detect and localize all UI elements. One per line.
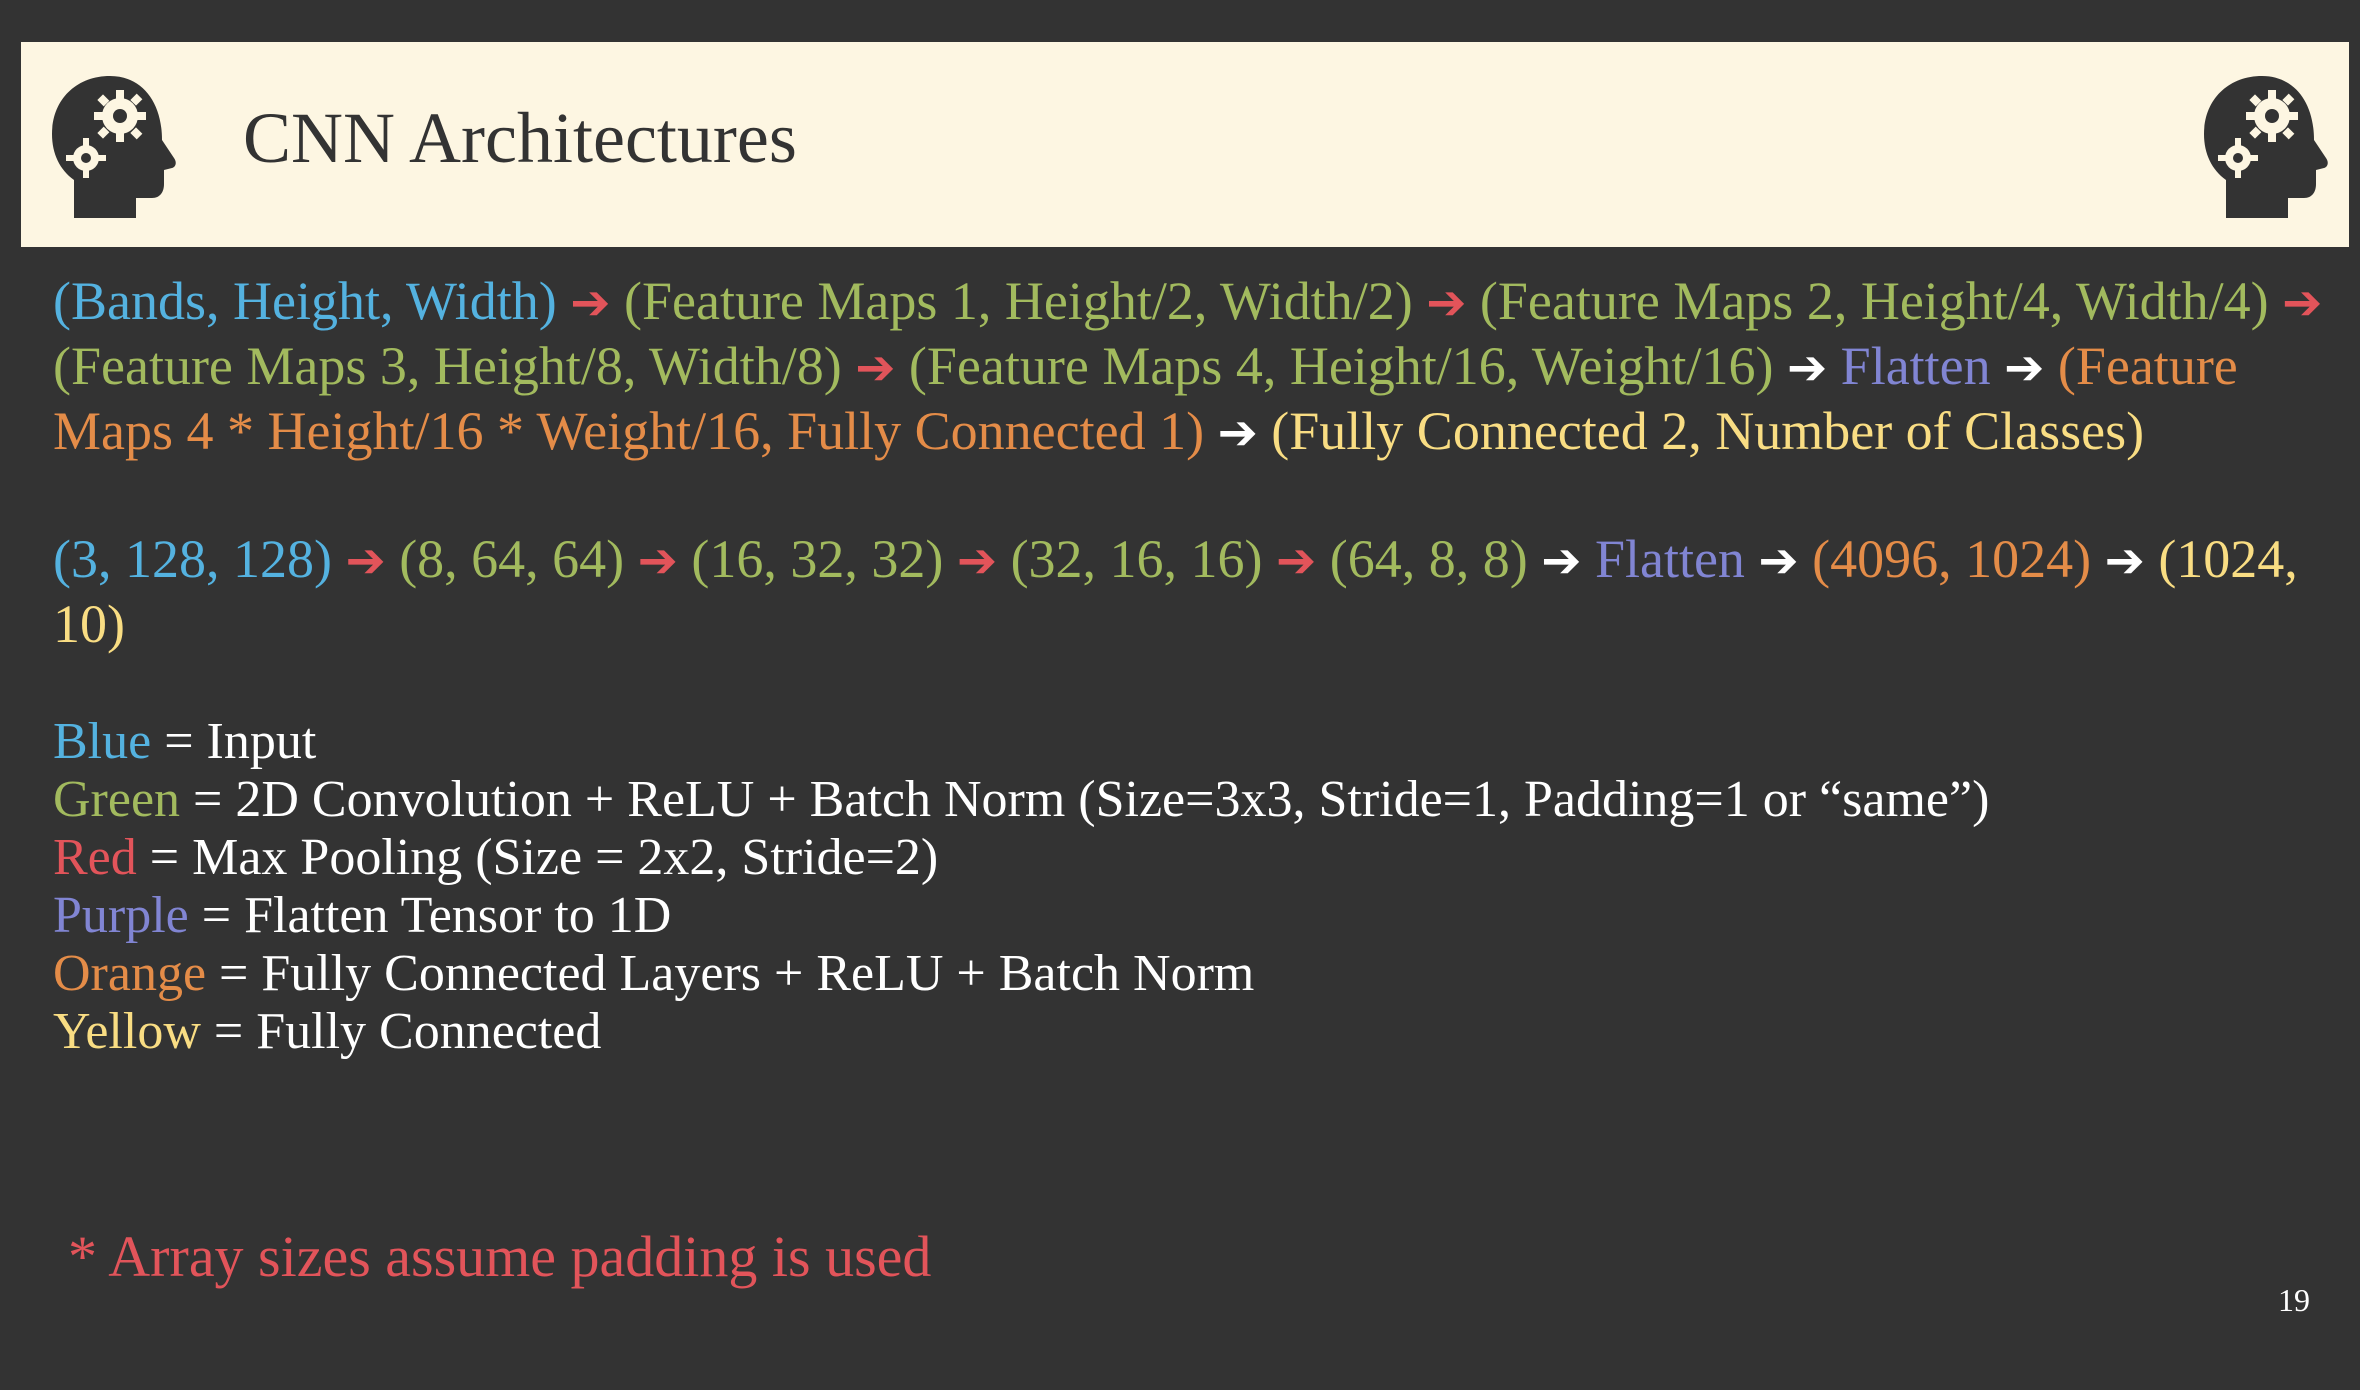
- legend-description: = Fully Connected: [200, 1003, 602, 1060]
- arrow-icon: ➔: [855, 340, 896, 396]
- example-conv3: (32, 16, 16): [1010, 529, 1263, 589]
- flow-fc2: (Fully Connected 2, Number of Classes): [1271, 401, 2145, 461]
- arrow-icon: ➔: [570, 275, 611, 331]
- arrow-icon: ➔: [1426, 275, 1467, 331]
- color-legend: Blue = Input Green = 2D Convolution + Re…: [53, 713, 2323, 1061]
- example-conv4: (64, 8, 8): [1329, 529, 1528, 589]
- example-conv2: (16, 32, 32): [691, 529, 944, 589]
- architecture-flow-general: (Bands, Height, Width) ➔ (Feature Maps 1…: [53, 270, 2323, 465]
- legend-description: = Input: [151, 713, 317, 770]
- legend-item-blue: Blue = Input: [53, 713, 2323, 771]
- flow-conv2: (Feature Maps 2, Height/4, Width/4): [1479, 271, 2269, 331]
- legend-color-word: Blue: [53, 713, 152, 770]
- legend-color-word: Red: [53, 829, 137, 886]
- flow-flatten: Flatten: [1840, 336, 1991, 396]
- arrow-icon: ➔: [956, 533, 998, 589]
- head-gears-icon: [2200, 72, 2330, 222]
- example-conv1: (8, 64, 64): [399, 529, 625, 589]
- slide-title: CNN Architectures: [243, 98, 797, 178]
- legend-color-word: Orange: [53, 945, 207, 1002]
- legend-item-orange: Orange = Fully Connected Layers + ReLU +…: [53, 945, 2323, 1003]
- arrow-icon: ➔: [345, 533, 386, 589]
- page-number: 19: [2278, 1282, 2310, 1318]
- legend-item-yellow: Yellow = Fully Connected: [53, 1003, 2323, 1061]
- legend-color-word: Yellow: [53, 1003, 201, 1060]
- legend-item-green: Green = 2D Convolution + ReLU + Batch No…: [53, 771, 2323, 829]
- arrow-icon: ➔: [2104, 533, 2145, 589]
- architecture-flow-example: (3, 128, 128) ➔ (8, 64, 64) ➔ (16, 32, 3…: [53, 528, 2323, 656]
- example-fc2: (1024, 10): [53, 529, 2298, 654]
- arrow-icon: ➔: [1217, 405, 1258, 461]
- arrow-icon: ➔: [1786, 340, 1828, 396]
- slide-header: CNN Architectures: [21, 42, 2349, 247]
- legend-description: = 2D Convolution + ReLU + Batch Norm (Si…: [180, 771, 1990, 828]
- arrow-icon: ➔: [2004, 340, 2045, 396]
- legend-description: = Max Pooling (Size = 2x2, Stride=2): [136, 829, 939, 886]
- arrow-icon: ➔: [637, 533, 678, 589]
- flow-fc1: (Feature Maps 4 * Height/16 * Weight/16,…: [53, 336, 2238, 461]
- flow-conv3: (Feature Maps 3, Height/8, Width/8): [53, 336, 842, 396]
- legend-color-word: Green: [53, 771, 181, 828]
- flow-conv4: (Feature Maps 4, Height/16, Weight/16): [908, 336, 1774, 396]
- legend-color-word: Purple: [53, 887, 189, 944]
- example-flatten: Flatten: [1594, 529, 1745, 589]
- arrow-icon: ➔: [1276, 533, 1317, 589]
- arrow-icon: ➔: [2282, 275, 2323, 331]
- legend-description: = Flatten Tensor to 1D: [188, 887, 672, 944]
- slide-body: (Bands, Height, Width) ➔ (Feature Maps 1…: [53, 270, 2323, 1061]
- arrow-icon: ➔: [1758, 533, 1799, 589]
- example-fc1: (4096, 1024): [1812, 529, 2092, 589]
- flow-conv1: (Feature Maps 1, Height/2, Width/2): [624, 271, 1413, 331]
- legend-item-red: Red = Max Pooling (Size = 2x2, Stride=2): [53, 829, 2323, 887]
- head-gears-icon: [48, 72, 178, 222]
- example-input: (3, 128, 128): [53, 529, 332, 589]
- padding-note: * Array sizes assume padding is used: [68, 1224, 932, 1289]
- arrow-icon: ➔: [1541, 533, 1582, 589]
- flow-input: (Bands, Height, Width): [53, 271, 557, 331]
- legend-item-purple: Purple = Flatten Tensor to 1D: [53, 887, 2323, 945]
- legend-description: = Fully Connected Layers + ReLU + Batch …: [206, 945, 1255, 1002]
